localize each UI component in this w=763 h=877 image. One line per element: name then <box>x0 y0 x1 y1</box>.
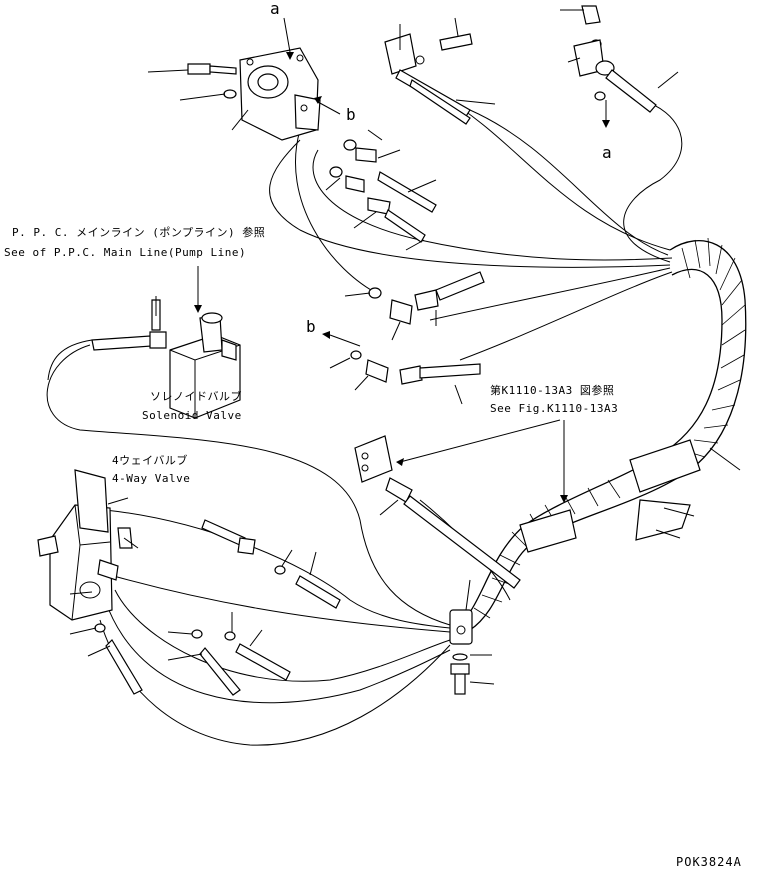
middle-fittings <box>350 271 485 385</box>
upper-right-fitting <box>573 5 657 113</box>
leader-lines <box>69 9 741 685</box>
solenoid-valve-label-en: Solenoid Valve <box>142 409 242 422</box>
solenoid-valve <box>91 299 241 419</box>
callout-labels: a b a b <box>270 0 612 336</box>
arrow-b-left <box>322 331 330 339</box>
hose-lines <box>46 94 683 746</box>
upper-fittings <box>329 33 473 243</box>
drawing-code: POK3824A <box>676 855 742 869</box>
arrow-ppc <box>194 305 202 313</box>
callout-b-left: b <box>306 317 316 336</box>
arrow-fig-ref-down <box>560 495 568 503</box>
arrow-a-right <box>602 120 610 128</box>
arrow-fig-ref-left <box>396 458 404 466</box>
right-bracket-fitting <box>354 435 521 589</box>
ppc-note-en: See of P.P.C. Main Line(Pump Line) <box>4 246 246 259</box>
upper-valve-assembly <box>187 47 321 141</box>
arrow-b-right <box>314 96 322 104</box>
four-way-valve-label-jp: 4ウェイバルブ <box>112 453 188 467</box>
fig-ref-label-en: See Fig.K1110-13A3 <box>490 402 618 415</box>
four-way-valve-label-en: 4-Way Valve <box>112 472 190 485</box>
arrow-a-top <box>286 52 294 60</box>
fig-ref-label-jp: 第K1110-13A3 図参照 <box>490 383 614 397</box>
callout-a-right: a <box>602 143 612 162</box>
hose-bundle-protector <box>469 237 747 631</box>
callout-b-right: b <box>346 105 356 124</box>
four-way-valve <box>37 469 341 696</box>
bundle-clamp-bracket <box>449 609 473 695</box>
callout-a-top: a <box>270 0 280 18</box>
note-labels: P. P. C. メインライン (ポンプライン) 参照 See of P.P.C… <box>4 225 618 485</box>
solenoid-valve-label-jp: ソレノイドバルブ <box>150 389 242 403</box>
ppc-note-jp: P. P. C. メインライン (ポンプライン) 参照 <box>12 225 265 239</box>
